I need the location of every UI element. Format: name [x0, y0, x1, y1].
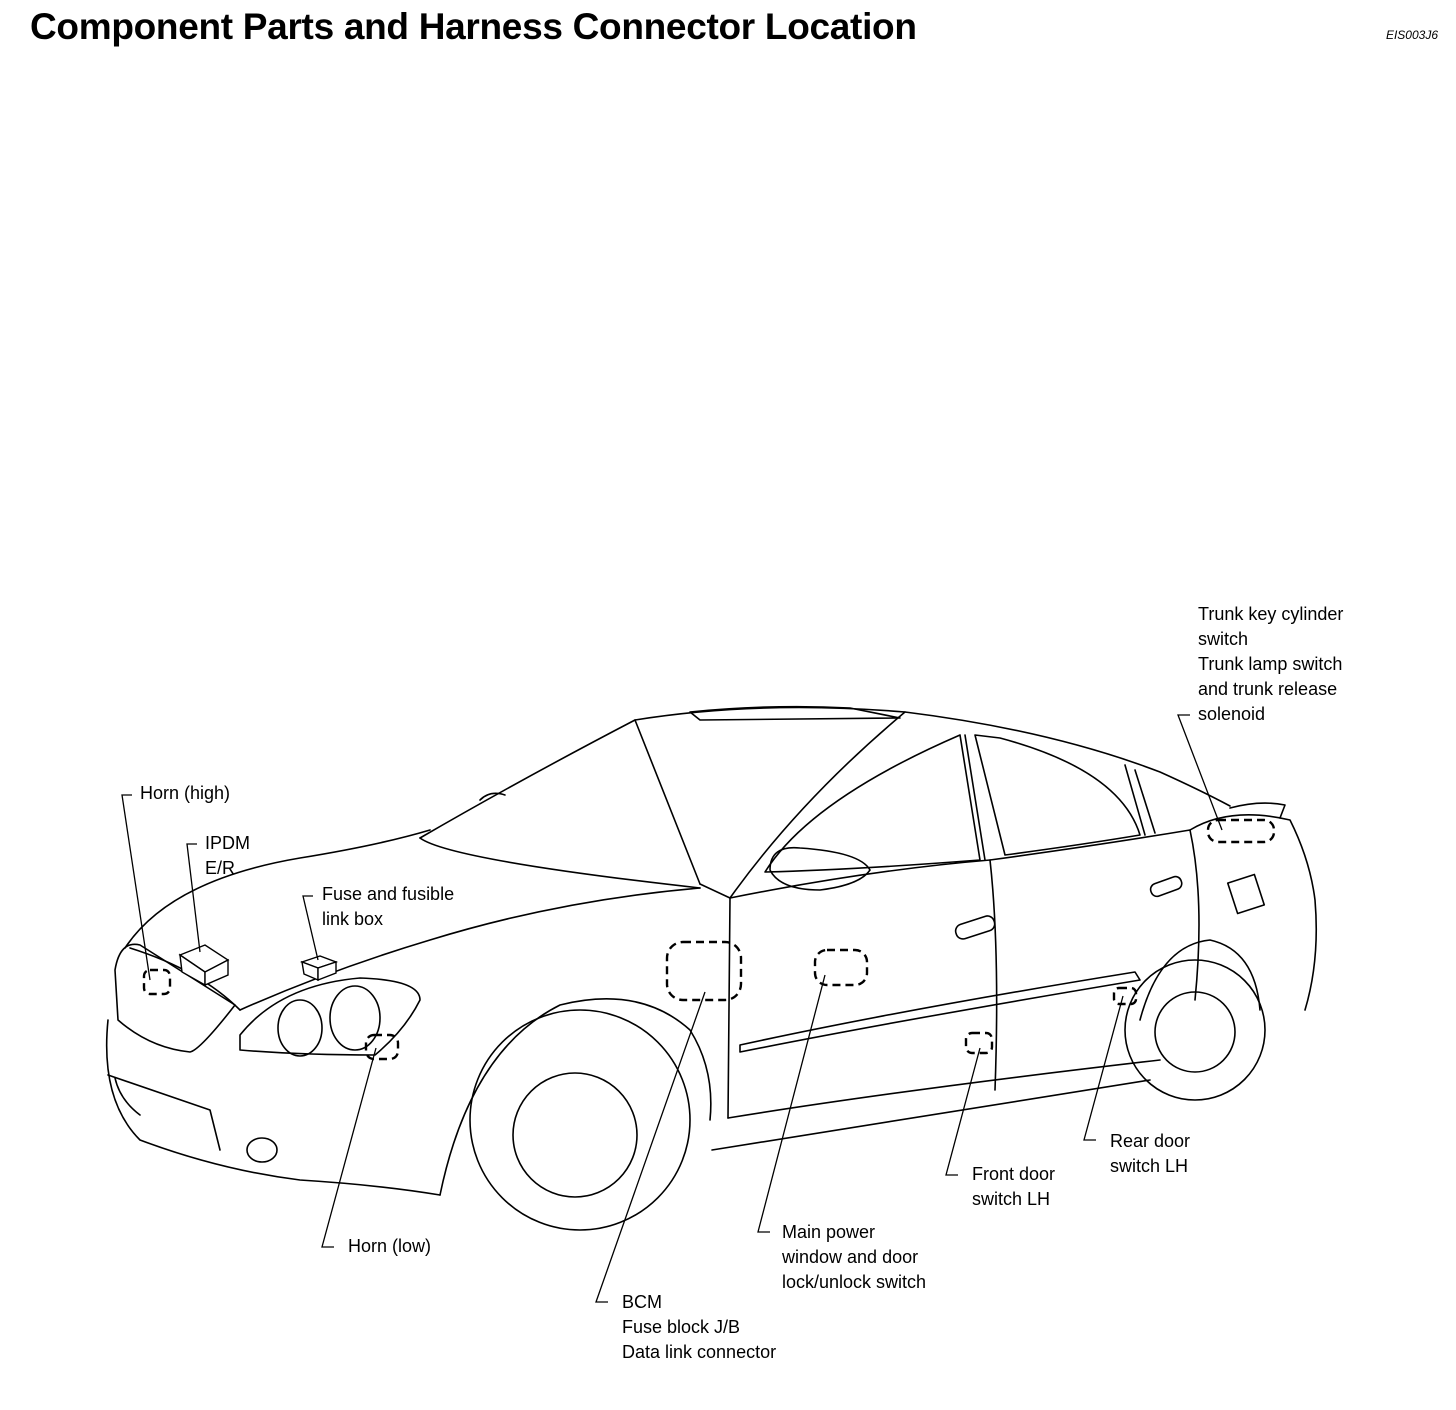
- callout-main-switch: Main power window and door lock/unlock s…: [782, 1220, 926, 1295]
- callout-line: Trunk key cylinder: [1198, 604, 1344, 624]
- callout-line: window and door: [782, 1247, 919, 1267]
- callout-horn-low: Horn (low): [348, 1234, 431, 1259]
- main-switch-marker: [813, 948, 869, 987]
- callout-line: E/R: [205, 858, 236, 878]
- callout-fuse-box: Fuse and fusible link box: [322, 882, 454, 932]
- trunk-marker: [1206, 818, 1276, 844]
- callout-line: solenoid: [1198, 704, 1266, 724]
- callout-line: Data link connector: [622, 1342, 777, 1362]
- callout-line: BCM: [622, 1292, 662, 1312]
- callout-line: switch LH: [972, 1189, 1051, 1209]
- callout-line: and trunk release: [1198, 679, 1338, 699]
- callout-line: switch: [1198, 629, 1249, 649]
- callout-rear-door: Rear door switch LH: [1110, 1129, 1190, 1179]
- callout-line: switch LH: [1110, 1156, 1189, 1176]
- callout-line: Fuse and fusible: [322, 884, 455, 904]
- callout-line: Rear door: [1110, 1131, 1191, 1151]
- callout-front-door: Front door switch LH: [972, 1162, 1055, 1212]
- callout-trunk: Trunk key cylinder switch Trunk lamp swi…: [1198, 602, 1343, 727]
- document-code: EIS003J6: [1385, 28, 1438, 42]
- horn-low-marker: [364, 1033, 400, 1061]
- ipdm-box: [178, 944, 230, 987]
- rear-door-switch-marker: [1112, 986, 1138, 1006]
- bcm-marker: [665, 940, 743, 1002]
- callout-line: link box: [322, 909, 384, 929]
- callout-line: Horn (low): [348, 1236, 432, 1256]
- callout-bcm: BCM Fuse block J/B Data link connector: [622, 1290, 776, 1365]
- callout-line: Trunk lamp switch: [1198, 654, 1343, 674]
- horn-high-marker: [142, 968, 172, 996]
- fuse-box: [299, 955, 339, 982]
- callout-ipdm: IPDM E/R: [205, 831, 250, 881]
- callout-line: IPDM: [205, 833, 250, 853]
- leader-lines: [121, 714, 1223, 1303]
- page-title: Component Parts and Harness Connector Lo…: [30, 6, 917, 47]
- front-door-switch-marker: [964, 1031, 994, 1055]
- callout-line: Fuse block J/B: [622, 1317, 741, 1337]
- callout-line: Front door: [972, 1164, 1056, 1184]
- callout-line: Horn (high): [140, 783, 231, 803]
- callout-horn-high: Horn (high): [140, 781, 230, 806]
- component-markers: [142, 818, 1276, 1061]
- callout-line: Main power: [782, 1222, 876, 1242]
- callout-line: lock/unlock switch: [782, 1272, 927, 1292]
